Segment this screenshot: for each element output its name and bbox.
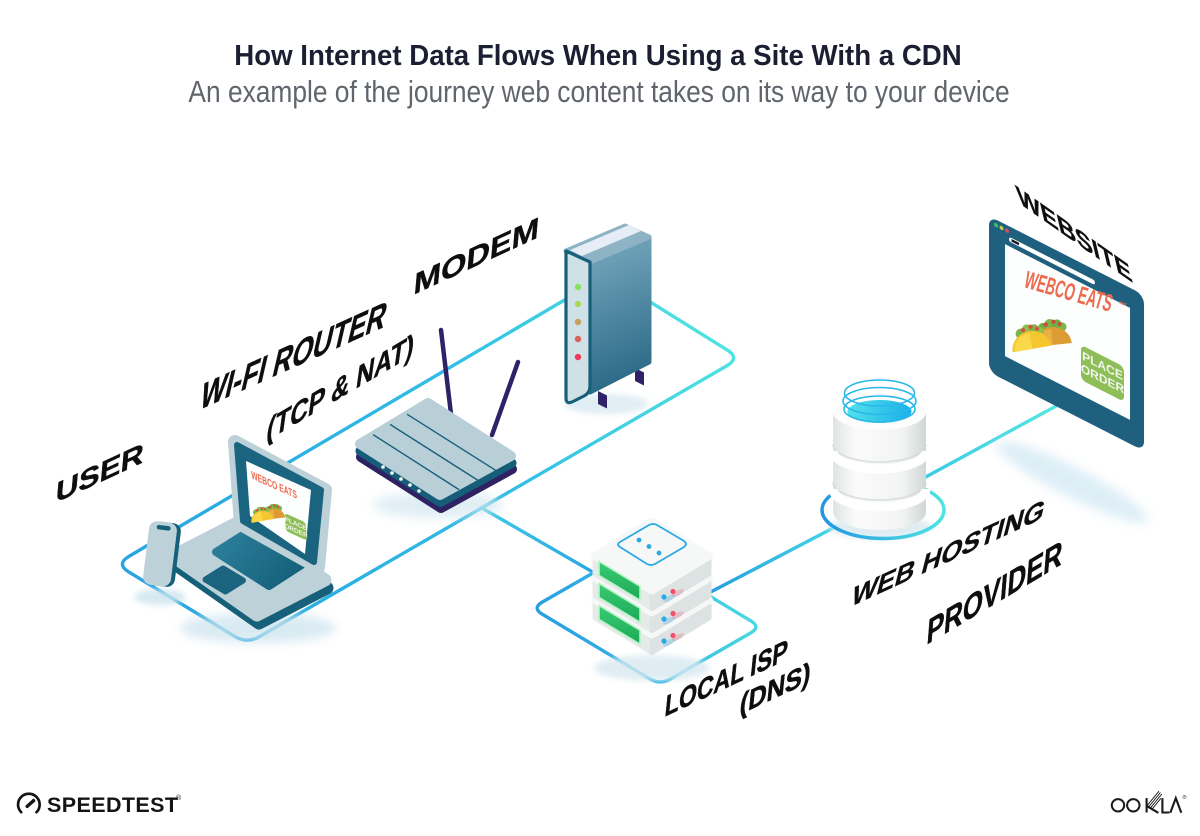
- svg-text:An example of the journey web: An example of the journey web content ta…: [188, 75, 1009, 109]
- svg-text:®: ®: [1183, 794, 1187, 801]
- svg-text:SPEEDTEST: SPEEDTEST: [47, 793, 178, 817]
- svg-text:™: ™: [1116, 299, 1127, 311]
- svg-text:MODEM: MODEM: [412, 211, 540, 302]
- svg-text:How Internet Data Flows When U: How Internet Data Flows When Using a Sit…: [234, 40, 961, 71]
- svg-text:®: ®: [176, 794, 182, 802]
- svg-text:USER: USER: [54, 436, 145, 509]
